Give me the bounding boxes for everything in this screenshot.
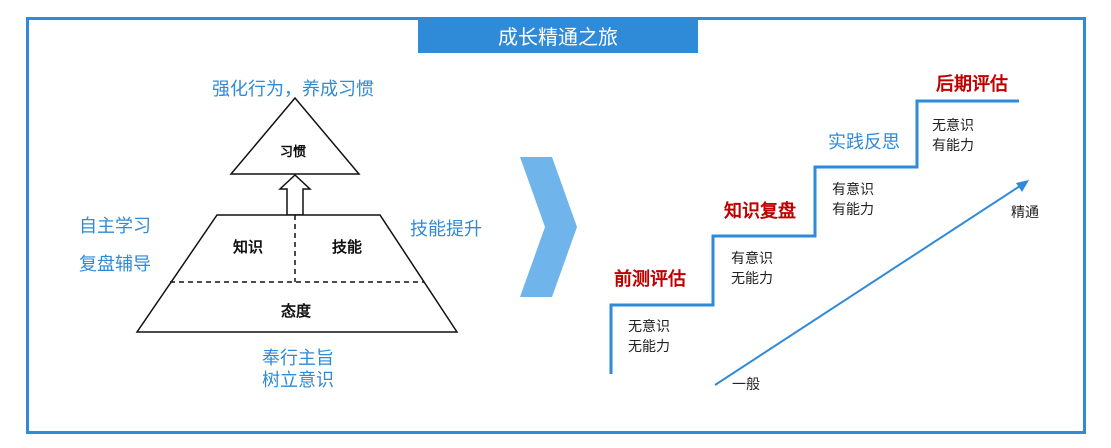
left-label-review-coaching: 复盘辅导: [79, 254, 151, 275]
staircase-line: [609, 99, 1019, 374]
pyramid-apex-label: 习惯: [280, 145, 307, 160]
progress-arrow-line: [714, 185, 1021, 386]
step-3-title: 实践反思: [828, 132, 900, 153]
step-1-title: 前测评估: [614, 269, 686, 290]
bottom-label-2: 树立意识: [262, 370, 334, 391]
step-4-line1: 无意识: [932, 118, 974, 134]
step-4-title: 后期评估: [936, 74, 1008, 95]
bottom-label-1: 奉行主旨: [262, 348, 334, 369]
left-label-self-study: 自主学习: [79, 216, 151, 237]
step-3-line1: 有意识: [832, 182, 874, 198]
right-label-skill-improve: 技能提升: [410, 219, 482, 240]
arrow-start-label: 一般: [732, 377, 760, 393]
step-3-line2: 有能力: [832, 202, 874, 218]
step-1-line1: 无意识: [628, 319, 670, 335]
step-1-line2: 无能力: [628, 339, 670, 355]
pyramid-trapezoid: [135, 214, 459, 333]
chevron-arrow-icon: [520, 157, 577, 297]
up-arrow-icon: [278, 173, 312, 216]
pyramid-skill-label: 技能: [332, 238, 363, 256]
step-2-title: 知识复盘: [724, 201, 796, 222]
step-2-line2: 无能力: [731, 271, 773, 287]
step-4-line2: 有能力: [932, 138, 974, 154]
pyramid-top-label: 强化行为，养成习惯: [212, 79, 374, 100]
step-2-line1: 有意识: [731, 251, 773, 267]
pyramid-attitude-label: 态度: [281, 302, 312, 320]
progress-arrowhead-icon: [1016, 180, 1029, 192]
pyramid-knowledge-label: 知识: [233, 238, 264, 256]
diagram-title: 成长精通之旅: [418, 17, 698, 53]
pyramid-apex-triangle: [229, 96, 361, 175]
arrow-end-label: 精通: [1011, 205, 1039, 221]
